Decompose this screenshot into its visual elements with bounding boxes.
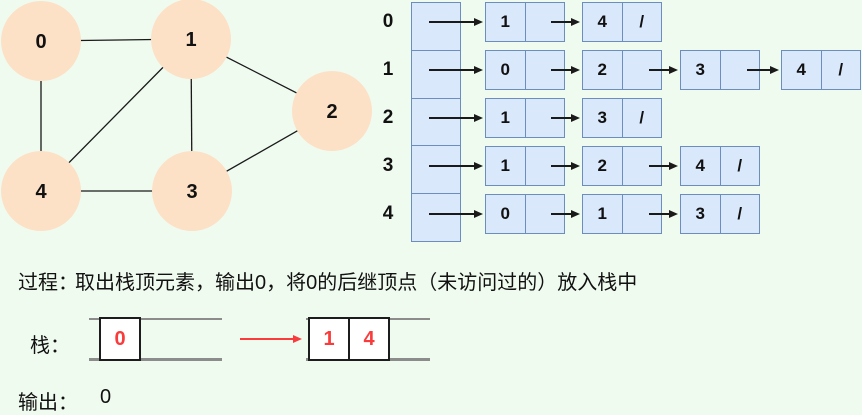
stack-label: 栈： — [30, 335, 70, 357]
adjacency-row-2: 2 1 3 / — [378, 98, 862, 138]
next-arrow-icon — [551, 113, 580, 123]
head-arrow-icon — [429, 65, 483, 75]
node-value: 3 — [695, 60, 705, 79]
node-value: 4 — [695, 156, 705, 175]
process-label: 过程： — [18, 272, 78, 294]
next-arrow-icon — [551, 65, 580, 75]
output-value: 0 — [100, 386, 112, 408]
graph-node-1 — [151, 0, 231, 79]
node-value: 4 — [796, 60, 806, 79]
row-label: 2 — [382, 107, 394, 128]
next-arrow-icon — [747, 65, 779, 75]
graph-node-3 — [152, 151, 232, 231]
next-arrow-icon — [551, 161, 580, 171]
node-pointer — [524, 99, 565, 137]
head-arrow-icon — [429, 17, 483, 27]
graph-node-4 — [1, 151, 81, 231]
head-cell-3 — [412, 146, 460, 195]
node-pointer: / — [719, 195, 760, 233]
head-pointer-array — [411, 2, 461, 242]
list-node: 4 / — [680, 146, 760, 186]
stack-before: 0 — [89, 317, 222, 361]
node-pointer: / — [719, 147, 760, 185]
node-value: 0 — [500, 60, 510, 79]
node-pointer — [524, 147, 565, 185]
node-pointer — [621, 51, 662, 89]
head-arrow-icon — [429, 161, 483, 171]
list-node: 3 / — [582, 98, 662, 138]
node-value: 0 — [500, 204, 510, 223]
next-arrow-icon — [649, 65, 678, 75]
list-node: 4 / — [582, 2, 662, 42]
list-node: 4 / — [781, 50, 861, 90]
head-cell-2 — [412, 99, 460, 147]
node-value: 3 — [597, 108, 607, 127]
node-value: 1 — [597, 204, 607, 223]
stack-rail-bottom — [89, 357, 222, 361]
node-value: 3 — [695, 204, 705, 223]
next-arrow-icon — [649, 161, 678, 171]
head-cell-0 — [412, 3, 460, 51]
node-pointer — [524, 195, 565, 233]
node-value: 1 — [500, 108, 510, 127]
transition-arrow-icon — [240, 334, 302, 344]
stack-value: 1 — [308, 317, 350, 361]
node-value: 1 — [500, 12, 510, 31]
graph-node-2-label: 2 — [326, 101, 337, 123]
list-node: 1 — [582, 194, 662, 234]
graph-node-0-label: 0 — [35, 31, 46, 53]
adjacency-row-3: 3 1 2 4 / — [378, 146, 862, 186]
adjacency-row-0: 0 1 4 / — [378, 2, 862, 42]
stack-rail-top — [89, 317, 222, 321]
node-pointer: / — [621, 99, 662, 137]
node-pointer — [621, 147, 662, 185]
list-node: 3 / — [680, 194, 760, 234]
adjacency-row-4: 4 0 1 3 / — [378, 194, 862, 234]
next-arrow-icon — [551, 209, 580, 219]
graph-node-1-label: 1 — [185, 29, 196, 51]
head-arrow-icon — [429, 209, 483, 219]
process-text: 取出栈顶元素，输出0，将0的后继顶点（未访问过的）放入栈中 — [75, 272, 638, 294]
node-value: 4 — [597, 12, 607, 31]
node-value: 1 — [500, 156, 510, 175]
next-arrow-icon — [649, 209, 678, 219]
node-pointer: / — [621, 3, 662, 41]
adjacency-list: 0 1 4 / 1 0 2 3 4 / — [378, 0, 862, 246]
stack-cells: 0 — [99, 317, 141, 361]
node-value: 2 — [597, 156, 607, 175]
output-label: 输出： — [18, 392, 78, 414]
node-pointer — [524, 51, 565, 89]
head-cell-1 — [412, 51, 460, 99]
node-pointer — [621, 195, 662, 233]
graph-nodes: 0 1 2 3 4 — [1, 0, 372, 231]
list-node: 2 — [582, 146, 662, 186]
row-label: 0 — [382, 11, 394, 32]
graph-node-2 — [292, 71, 372, 151]
graph-node-3-label: 3 — [186, 181, 197, 203]
node-value: 2 — [597, 60, 607, 79]
graph-canvas: 0 1 2 3 4 — [1, 0, 372, 231]
stack-value: 0 — [99, 317, 141, 361]
node-pointer — [524, 3, 565, 41]
graph-node-4-label: 4 — [35, 181, 47, 203]
row-label: 1 — [382, 59, 394, 80]
stack-after: 1 4 — [306, 317, 430, 361]
list-node: 2 — [582, 50, 662, 90]
next-arrow-icon — [551, 17, 580, 27]
row-label: 4 — [382, 203, 394, 224]
list-node: 3 — [680, 50, 760, 90]
stack-cells: 1 4 — [308, 317, 390, 361]
stack-value: 4 — [348, 317, 390, 361]
row-label: 3 — [382, 155, 394, 176]
graph-node-0 — [1, 1, 81, 81]
node-pointer — [719, 51, 760, 89]
adjacency-row-1: 1 0 2 3 4 / — [378, 50, 862, 90]
head-arrow-icon — [429, 113, 483, 123]
list-node: 0 — [485, 194, 565, 234]
node-pointer: / — [820, 51, 861, 89]
